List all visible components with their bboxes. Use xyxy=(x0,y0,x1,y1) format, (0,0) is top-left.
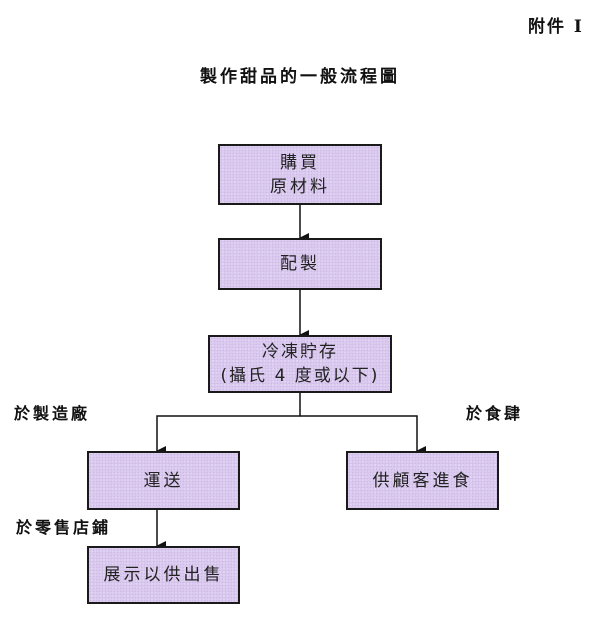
step-transport: 運送 xyxy=(87,451,240,510)
step-buy-line2: 原材料 xyxy=(270,176,330,197)
step-freeze-line1: 冷凍貯存 xyxy=(262,342,338,362)
annex-label: 附件 I xyxy=(528,17,584,37)
diagram-title: 製作甜品的一般流程圖 xyxy=(200,67,400,87)
label-retail: 於零售店鋪 xyxy=(16,518,112,537)
step-frozen-storage: 冷凍貯存 (攝氏 4 度或以下) xyxy=(208,335,392,393)
branch-connector xyxy=(156,393,301,456)
step-buy-ingredients: 購買 原材料 xyxy=(218,144,382,205)
step-transport-text: 運送 xyxy=(143,470,184,491)
step-display-text: 展示以供出售 xyxy=(103,565,224,585)
step-buy-line1: 購買 xyxy=(280,152,320,173)
step-serve-text: 供顧客進食 xyxy=(372,470,473,491)
label-factory: 於製造廠 xyxy=(14,404,91,423)
step-prepare: 配製 xyxy=(218,238,382,290)
step-display-for-sale: 展示以供出售 xyxy=(87,546,240,604)
step-prepare-text: 配製 xyxy=(280,254,320,274)
branch-connector-right xyxy=(300,415,426,456)
step-freeze-line2: (攝氏 4 度或以下) xyxy=(220,366,380,386)
step-serve-customers: 供顧客進食 xyxy=(346,451,499,510)
label-restaurant: 於食肆 xyxy=(466,404,524,423)
